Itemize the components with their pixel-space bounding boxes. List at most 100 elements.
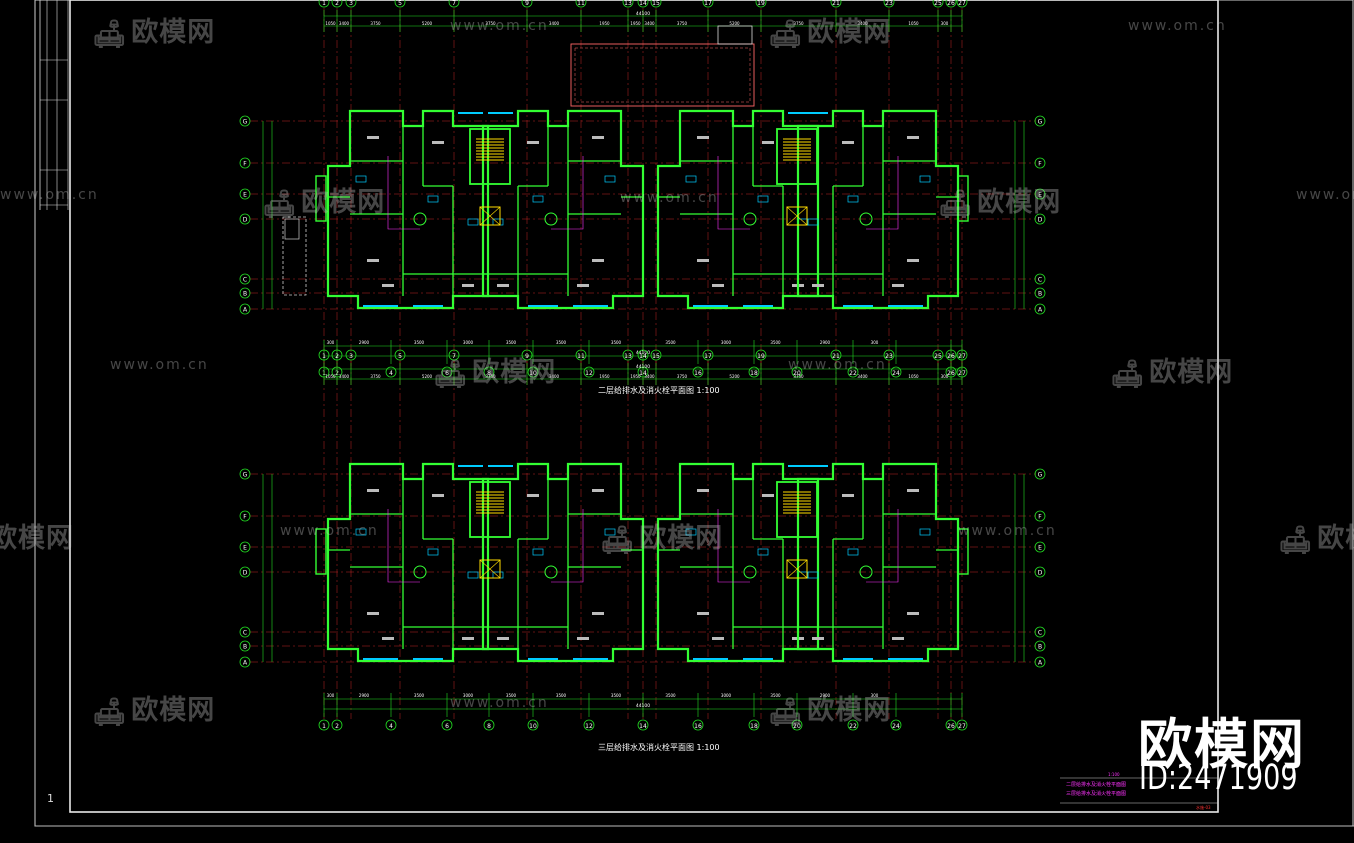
watermark-url: www.om.cn: [958, 523, 1057, 539]
axis-bubble: [830, 349, 842, 361]
axis-bubble-label: 12: [585, 370, 593, 377]
elevator-shaft: [479, 206, 501, 226]
elevator-shaft: [786, 559, 808, 579]
dimension-text: 3000: [463, 693, 474, 698]
dimension-text: 3500: [611, 693, 622, 698]
dimension-text: 300: [327, 693, 335, 698]
room-label: [592, 489, 604, 492]
axis-bubble: [394, 0, 406, 8]
room-label: [432, 141, 444, 144]
sofa-logo-icon: 🛋: [600, 524, 636, 556]
sofa-logo-icon: 🛋: [433, 358, 469, 390]
dimension-text: 1050: [908, 374, 919, 379]
axis-bubble: [575, 0, 587, 8]
room-label: [842, 494, 854, 497]
watermark-url: www.om.cn: [280, 523, 379, 539]
elevator-shaft: [479, 559, 501, 579]
plumbing-fixture: [467, 571, 479, 579]
riser-marker: [859, 565, 873, 579]
watermark-brand: 🛋欧模网: [938, 187, 1062, 220]
room-label: [907, 136, 919, 139]
axis-bubble-label: D: [1038, 217, 1043, 224]
dimension-text: 3500: [665, 693, 676, 698]
axis-bubble-label: 5: [398, 353, 402, 360]
axis-bubble-label: C: [1038, 630, 1042, 637]
room-label: [367, 136, 379, 139]
axis-bubble: [385, 719, 397, 731]
axis-bubble-label: 26: [947, 0, 955, 7]
brand-overlay-name: 欧模网: [1138, 713, 1306, 776]
axis-bubble-label: 19: [757, 0, 765, 7]
axis-bubble-label: 11: [577, 0, 585, 7]
room-label: [712, 284, 724, 287]
axis-bubble-label: 14: [639, 353, 647, 360]
plumbing-fixture: [355, 528, 367, 536]
axis-bubble: [575, 349, 587, 361]
room-label: [592, 259, 604, 262]
axis-bubble: [692, 366, 704, 378]
riser-marker: [859, 212, 873, 226]
pipe-run: [866, 509, 899, 583]
sofa-logo-icon: 🛋: [768, 18, 804, 50]
axis-bubble: [1034, 468, 1046, 480]
axis-bubble: [331, 349, 343, 361]
watermark-url: www.om.cn: [620, 190, 719, 206]
dimension-text: 3000: [721, 693, 732, 698]
room-label: [382, 284, 394, 287]
axis-bubble: [791, 719, 803, 731]
axis-bubble-label: 23: [885, 0, 893, 7]
dimension-text: 1950: [599, 374, 610, 379]
axis-bubble: [239, 626, 251, 638]
plumbing-fixture: [847, 548, 859, 556]
axis-bubble-label: A: [1038, 660, 1043, 667]
axis-bubble-label: 15: [652, 0, 660, 7]
pipe-run: [717, 156, 750, 230]
axis-bubble-label: 2: [335, 0, 339, 7]
axis-bubble-label: 11: [577, 353, 585, 360]
plumbing-fixture: [757, 548, 769, 556]
axis-bubble-label: A: [1038, 307, 1043, 314]
axis-bubble-label: 27: [958, 723, 966, 730]
dimension-text: 2900: [359, 340, 370, 345]
axis-bubble-label: F: [243, 161, 247, 168]
axis-bubble: [441, 719, 453, 731]
dimension-text: 3750: [370, 374, 381, 379]
axis-bubble: [239, 273, 251, 285]
dimension-text: 3400: [857, 374, 868, 379]
dimension-text: 3400: [339, 21, 350, 26]
axis-bubble: [702, 349, 714, 361]
axis-bubble-label: A: [243, 307, 248, 314]
room-label: [367, 612, 379, 615]
axis-bubble: [945, 349, 957, 361]
dimension-text: 3500: [506, 693, 517, 698]
axis-bubble-label: D: [1038, 570, 1043, 577]
riser-marker: [743, 565, 757, 579]
dimension-text: 3000: [721, 340, 732, 345]
axis-bubble-label: G: [243, 472, 248, 479]
dimension-text: 300: [941, 21, 949, 26]
axis-bubble-label: C: [243, 630, 247, 637]
axis-bubble: [239, 157, 251, 169]
room-label: [697, 136, 709, 139]
plan-lower-title: 三层给排水及消火栓平面图 1:100: [598, 743, 720, 752]
plumbing-fixture: [685, 528, 697, 536]
exterior-wall: [796, 109, 960, 310]
pipe-run: [551, 509, 584, 583]
plumbing-fixture: [685, 175, 697, 183]
left-title-strip: [39, 0, 69, 210]
dimension-text: 300: [871, 340, 879, 345]
axis-bubble-label: 23: [885, 353, 893, 360]
riser-marker: [544, 565, 558, 579]
watermark-url: www.om.cn: [1296, 187, 1354, 203]
dimension-text: 1950: [630, 374, 641, 379]
axis-bubble: [239, 115, 251, 127]
axis-bubble: [755, 349, 767, 361]
axis-bubble-label: 3: [349, 353, 353, 360]
bay-window: [957, 528, 969, 575]
axis-bubble-label: 16: [694, 723, 702, 730]
axis-bubble: [1034, 157, 1046, 169]
axis-bubble: [441, 366, 453, 378]
axis-bubble-label: A: [243, 660, 248, 667]
